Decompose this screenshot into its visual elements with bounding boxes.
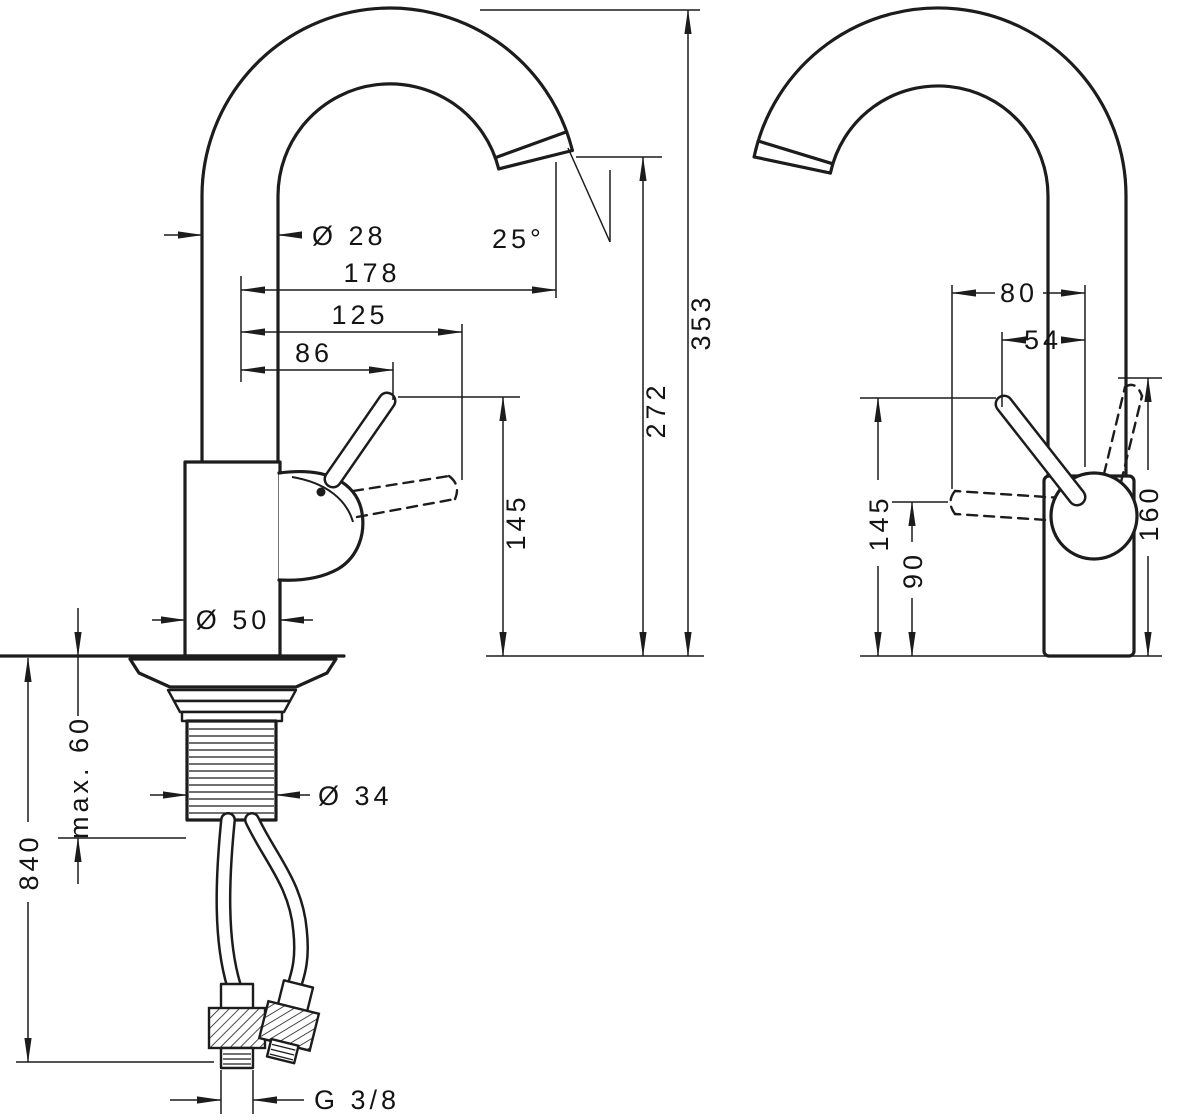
front-view: Ø 28 25° 178 125 86 353 272 145 Ø 50 max… [0,6,716,1115]
label-handle-horizontal-reach: 80 [1000,278,1038,308]
side-spout [752,6,1128,478]
label-handle-swing-reach: 125 [331,300,388,330]
dim-handle-tilted-reach [1001,332,1086,407]
dim-handle-raised-height [1118,377,1162,657]
label-handle-top-height: 145 [501,493,531,550]
label-body-diameter: Ø 50 [196,605,271,635]
dim-hose-length [16,657,214,1063]
lever-fill [326,394,394,486]
temperature-marker-dot [316,487,326,497]
angle-leg-diagonal [567,147,611,243]
mounting-flange-upper [166,688,298,703]
dim-outlet-height [576,156,662,657]
label-handle-reach: 86 [295,338,333,368]
label-pivot-height: 90 [898,551,928,589]
label-spout-diameter: Ø 28 [312,221,387,251]
left-supply-hose [207,812,267,1070]
hose-fill [246,814,307,996]
label-handle-raised-height: 160 [1134,484,1164,541]
label-spout-reach: 178 [343,258,400,288]
dashed-lever-top-edge [953,489,1064,500]
spout-inner-curve [828,84,1050,478]
label-outlet-height: 272 [641,381,671,438]
front-spout [200,6,575,464]
dashed-lever-bottom-edge [953,512,1064,523]
dim-handle-horizontal-reach [951,285,1086,489]
dim-handle-tip-height [860,397,996,657]
mounting-washer [180,710,284,723]
handle-swung-outline [351,474,459,519]
spout-outer-curve [752,6,1128,478]
dashed-lever-top-edge [351,474,451,493]
label-max-thickness: max. 60 [64,715,94,839]
mounting-flange-lower [172,699,292,714]
dim-handle-top-height [398,396,520,657]
label-spout-angle: 25° [492,224,545,254]
label-hose-length: 840 [14,833,44,890]
spout-end-face [493,130,569,160]
spout-inner-curve [276,82,501,464]
dim-handle-reach [240,362,394,400]
dashed-lever-right-edge [1119,394,1144,484]
label-hole-diameter: Ø 34 [318,781,393,811]
dim-connection-thread [170,1070,304,1114]
spout-aerator-band [752,155,833,175]
spout-aerator-band [497,148,575,171]
hose-fill [217,814,240,992]
dim-pivot-height [892,501,948,657]
label-handle-tilted-reach: 54 [1024,325,1062,355]
tip-thread-lines [269,1043,296,1061]
escutcheon [128,657,338,689]
tip-thread-lines [223,1053,251,1065]
dim-total-height [480,9,700,657]
handle-horizontal-outline [949,489,1064,523]
hose-nut [207,1006,267,1050]
label-total-height: 353 [686,293,716,350]
spout-outer-curve [200,6,574,464]
handle-lever [323,391,397,489]
dashed-lever-end-cap [949,489,957,516]
dashed-lever-left-edge [1102,385,1127,476]
hose-thread-tip [219,1046,255,1070]
lever-fill [997,397,1084,504]
side-view: 80 54 160 145 90 [752,6,1164,658]
hose-connector [257,979,321,1065]
mixer-housing-fill [279,471,363,581]
dimensions-front [16,9,704,1114]
side-handle-lever [994,394,1087,507]
dashed-lever-bottom-edge [355,497,457,519]
dimensions-side [860,285,1162,657]
right-supply-hose [244,812,321,1065]
shank-thread-lines [189,728,274,814]
spout-angle-indicator [567,147,611,243]
handle-raised-outline [1102,383,1144,484]
label-connection-thread: G 3/8 [314,1085,400,1115]
dashed-lever-end-cap [1123,383,1144,398]
mixer-housing-seam [291,476,354,523]
hose-crimp-sleeve [219,982,255,1012]
label-handle-tip-height: 145 [864,494,894,551]
dim-max-thickness [58,608,186,884]
mounting-assembly [128,657,338,1070]
dim-handle-swing-reach [240,324,463,480]
spout-end-face [756,139,835,166]
dashed-lever-end-cap [447,474,459,501]
